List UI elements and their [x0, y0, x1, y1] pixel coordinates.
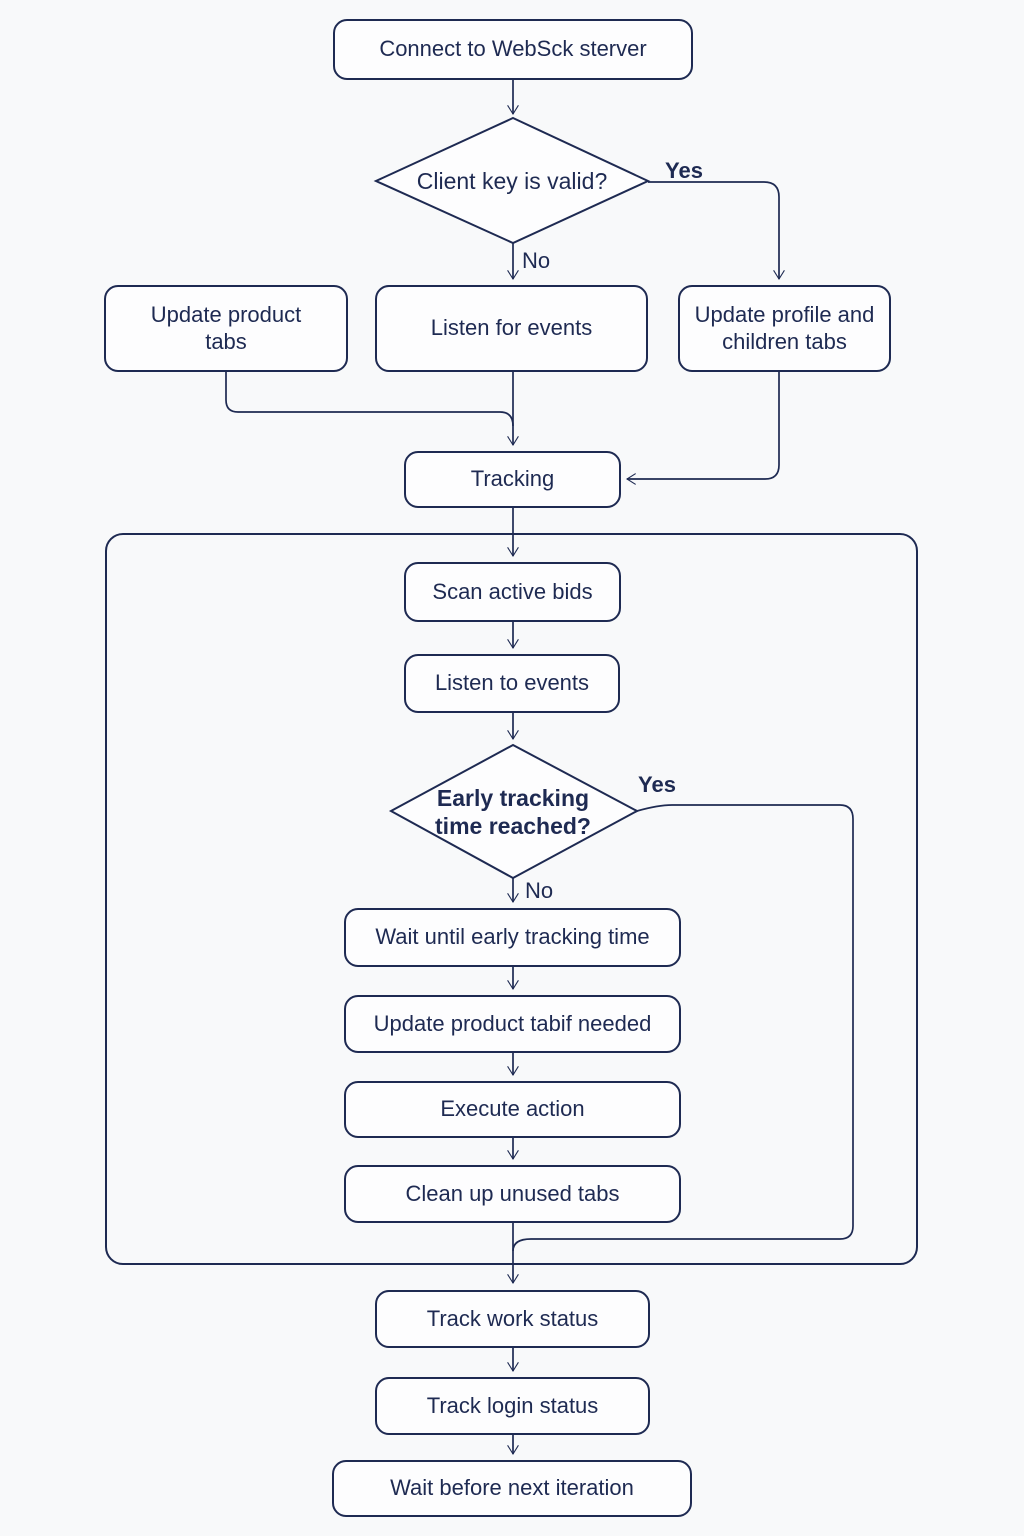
- node-tracking: Tracking: [404, 451, 621, 508]
- node-clean-up-unused-tabs: Clean up unused tabs: [344, 1165, 681, 1223]
- node-update-product-tab-if-needed-label: Update product tabif needed: [373, 1010, 652, 1036]
- decision-client-key-label: Client key is valid?: [397, 158, 627, 204]
- edge-update-profile-to-tracking: [625, 372, 780, 485]
- node-wait-until-early-tracking: Wait until early tracking time: [344, 908, 681, 967]
- node-execute-action: Execute action: [344, 1081, 681, 1138]
- node-listen-to-events: Listen to events: [404, 654, 620, 713]
- node-track-login-status-label: Track login status: [426, 1392, 599, 1418]
- loop-container: [105, 533, 918, 1265]
- node-update-product-tabs: Update product tabs: [104, 285, 348, 372]
- node-wait-until-early-tracking-label: Wait until early tracking time: [375, 924, 650, 950]
- edge-label-client-key-yes: Yes: [665, 158, 703, 183]
- node-track-login-status: Track login status: [375, 1377, 650, 1435]
- decision-client-key-shape: [373, 116, 651, 245]
- node-tracking-label: Tracking: [470, 466, 555, 492]
- edge-label-early-no: No: [525, 878, 554, 903]
- node-connect-websocket-label: Connect to WebSck sterver: [379, 36, 647, 62]
- decision-early-tracking-text: Early tracking time reached?: [435, 784, 591, 839]
- node-track-work-status-label: Track work status: [426, 1305, 599, 1331]
- edge-label-early-yes: Yes: [638, 772, 676, 797]
- node-update-product-tabs-label: Update product tabs: [150, 301, 302, 354]
- node-connect-websocket: Connect to WebSck sterver: [333, 19, 693, 80]
- node-update-product-tab-if-needed: Update product tabif needed: [344, 995, 681, 1053]
- node-wait-before-next-iteration: Wait before next iteration: [332, 1460, 692, 1517]
- node-scan-active-bids-label: Scan active bids: [432, 578, 593, 604]
- node-execute-action-label: Execute action: [440, 1096, 585, 1122]
- node-track-work-status: Track work status: [375, 1290, 650, 1348]
- node-update-profile-children-tabs: Update profile and children tabs: [678, 285, 891, 372]
- decision-client-key-text: Client key is valid?: [416, 167, 608, 194]
- decision-early-tracking-label: Early tracking time reached?: [421, 764, 605, 860]
- decision-early-tracking-shape: [388, 743, 640, 880]
- node-update-profile-children-tabs-label: Update profile and children tabs: [694, 301, 875, 354]
- node-listen-to-events-label: Listen to events: [434, 670, 590, 696]
- node-listen-for-events: Listen for events: [375, 285, 648, 372]
- node-scan-active-bids: Scan active bids: [404, 562, 621, 622]
- node-wait-before-next-iteration-label: Wait before next iteration: [390, 1475, 634, 1501]
- node-clean-up-unused-tabs-label: Clean up unused tabs: [405, 1180, 620, 1206]
- edge-decision-yes-to-update-profile: [648, 181, 785, 281]
- node-listen-for-events-label: Listen for events: [430, 315, 593, 341]
- edge-label-client-key-no: No: [522, 248, 551, 273]
- edge-decision2-yes-return: [512, 804, 854, 1252]
- edge-update-product-tabs-merge: [225, 372, 514, 427]
